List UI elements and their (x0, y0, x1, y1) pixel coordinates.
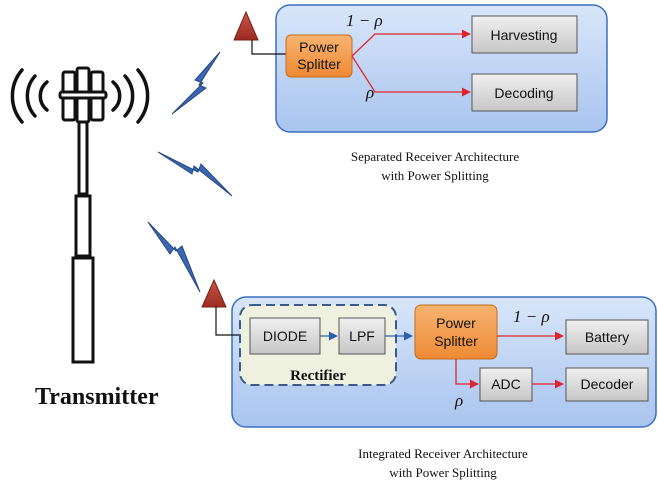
separated-caption-line1: Separated Receiver Architecture (351, 149, 519, 164)
power-splitter-block (414, 304, 498, 360)
decoding-label: Decoding (494, 85, 553, 101)
rectifier-label: Rectifier (290, 368, 346, 384)
receiver-antenna-icon (233, 10, 259, 41)
one-minus-rho-label: 1 − ρ (513, 307, 550, 326)
decode-path-arrow (351, 55, 471, 97)
harvesting-label: Harvesting (491, 27, 558, 43)
lightning-bolt-icon (157, 151, 233, 197)
separated-receiver: Power Splitter 1 − ρ ρ Harvesting Decodi… (233, 4, 608, 183)
power-splitter-label-line2: Splitter (434, 333, 478, 349)
receiver-antenna-icon (201, 278, 227, 308)
integrated-receiver: Rectifier DIODE LPF Power Splitter 1 − ρ… (201, 278, 657, 480)
lpf-label: LPF (349, 328, 375, 344)
harvest-path-arrow (351, 29, 471, 57)
antenna-panels-icon (58, 66, 108, 124)
power-splitter-label-line1: Power (436, 315, 476, 331)
diode-block (249, 317, 321, 355)
radio-waves-right-icon (111, 68, 150, 124)
lightning-bolt-icon (147, 221, 201, 293)
adc-label: ADC (491, 376, 521, 392)
adc-block (479, 367, 533, 402)
decoder-label: Decoder (581, 376, 634, 392)
wireless-signal-bolts (147, 51, 233, 293)
radio-waves-left-icon (10, 68, 49, 124)
transmitter-label: Transmitter (35, 384, 159, 410)
integrated-caption-line2: with Power Splitting (389, 465, 497, 480)
harvesting-block (471, 15, 578, 54)
power-splitter-label-line2: Splitter (297, 56, 341, 72)
integrated-caption-line1: Integrated Receiver Architecture (358, 446, 528, 461)
antenna-feed-line (215, 307, 248, 336)
diode-label: DIODE (263, 328, 307, 344)
power-splitter-label-line1: Power (299, 39, 339, 55)
mast-icon (71, 120, 95, 364)
lpf-block (338, 317, 386, 355)
separated-caption-line2: with Power Splitting (381, 168, 489, 183)
one-minus-rho-label: 1 − ρ (346, 11, 383, 30)
lightning-bolt-icon (171, 51, 221, 115)
adc-path-arrow (455, 359, 479, 389)
rho-label: ρ (454, 391, 463, 410)
antenna-feed-line (251, 40, 286, 55)
transmitter-tower: Transmitter (10, 66, 159, 410)
battery-label: Battery (585, 329, 629, 345)
decoding-block (471, 73, 578, 112)
rho-label: ρ (365, 83, 374, 102)
decoder-block (565, 367, 649, 402)
battery-block (565, 319, 649, 355)
